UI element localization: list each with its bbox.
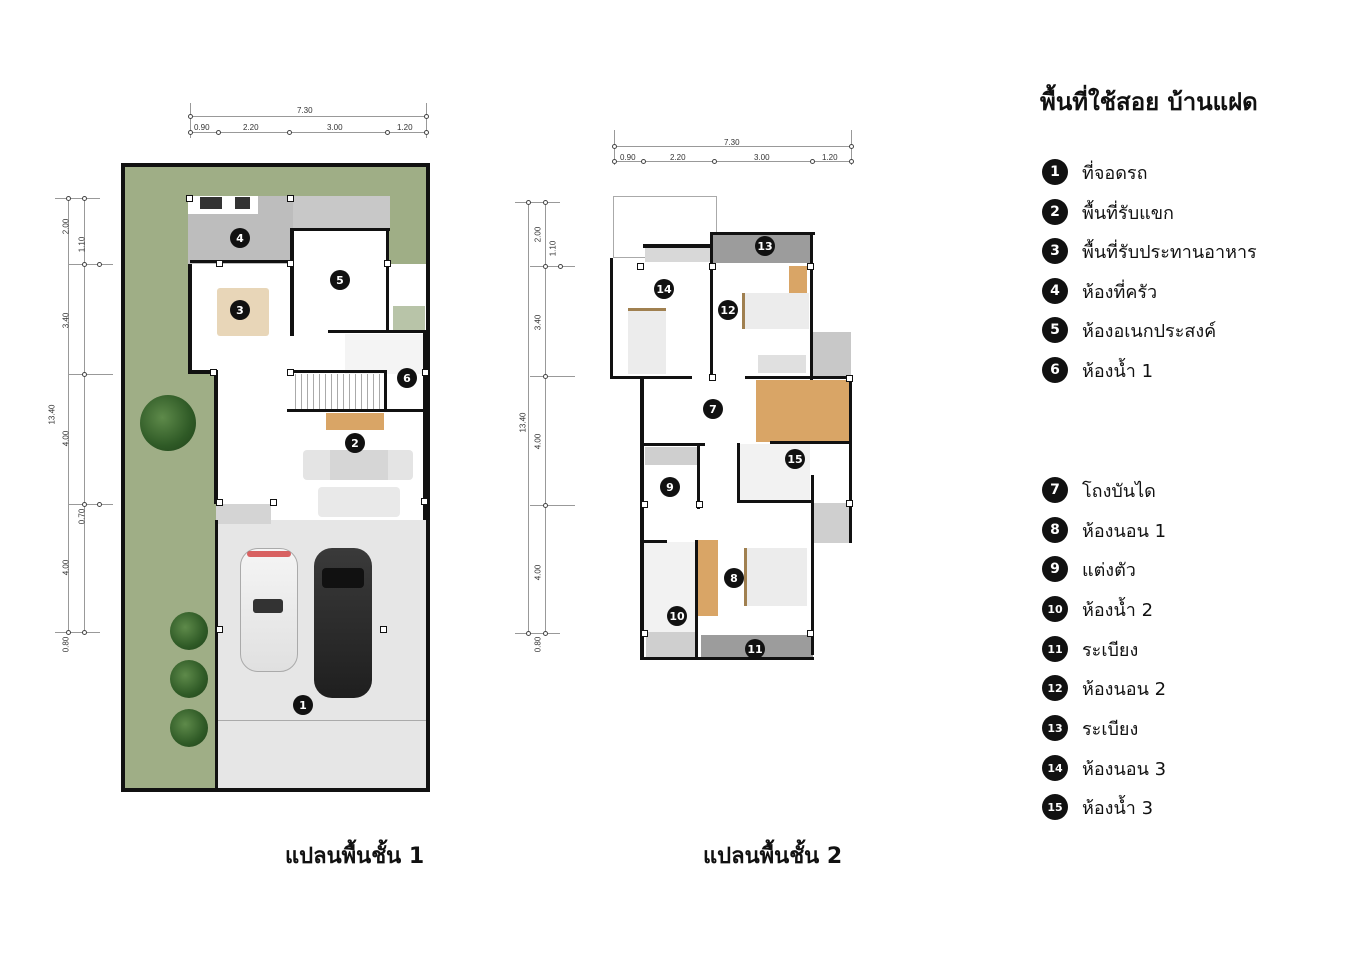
bath-balcony xyxy=(646,632,696,657)
sink-icon xyxy=(200,197,222,209)
room-badge-5: 5 xyxy=(330,270,350,290)
dim-seg: 2.20 xyxy=(670,153,686,162)
room-badge-15: 15 xyxy=(785,449,805,469)
floor1-title: แปลนพื้นชั้น 1 xyxy=(285,844,425,869)
bathroom1 xyxy=(345,334,425,374)
sofa xyxy=(318,487,400,517)
shrub-icon xyxy=(170,660,208,698)
room-badge-11: 11 xyxy=(745,639,765,659)
room-badge-1: 1 xyxy=(293,695,313,715)
legend-title: พื้นที่ใช้สอย บ้านแฝด xyxy=(1040,88,1258,116)
room-badge-8: 8 xyxy=(724,568,744,588)
entry-step xyxy=(216,504,271,524)
room-badge-10: 10 xyxy=(667,606,687,626)
dim-offset: 1.10 xyxy=(77,236,87,253)
wardrobe-wood xyxy=(698,540,718,616)
tree-icon xyxy=(140,395,196,451)
dim-seg: 1.20 xyxy=(397,123,413,132)
planter xyxy=(393,306,425,331)
dim-seg: 4.00 xyxy=(61,430,71,447)
dim-seg: 3.00 xyxy=(754,153,770,162)
coffee-table xyxy=(330,450,388,480)
dim-total: 7.30 xyxy=(724,138,740,147)
room-badge-13: 13 xyxy=(755,236,775,256)
white-car-icon xyxy=(240,548,298,672)
wardrobe-wood xyxy=(789,266,807,296)
staircase xyxy=(756,380,851,442)
dim-seg: 0.80 xyxy=(533,636,543,653)
side-balcony xyxy=(811,332,851,378)
back-terrace xyxy=(293,196,390,228)
black-car-icon xyxy=(314,548,372,698)
dim-seg: 3.40 xyxy=(61,312,71,329)
bed-icon xyxy=(744,548,807,606)
floor2-title: แปลนพื้นชั้น 2 xyxy=(703,844,843,869)
stove-icon xyxy=(235,197,250,209)
tv-cabinet xyxy=(326,413,384,430)
room-badge-14: 14 xyxy=(654,279,674,299)
bed-icon xyxy=(742,293,809,329)
dim-seg: 0.80 xyxy=(61,636,71,653)
dim-total: 13.40 xyxy=(47,404,57,425)
dim-total: 7.30 xyxy=(297,106,313,115)
shrub-icon xyxy=(170,709,208,747)
room-badge-2: 2 xyxy=(345,433,365,453)
bed-icon xyxy=(628,308,666,374)
dim-seg: 3.40 xyxy=(533,314,543,331)
room-badge-7: 7 xyxy=(703,399,723,419)
staircase xyxy=(290,374,385,410)
dressing-wardrobe xyxy=(645,447,697,465)
dim-seg: 4.00 xyxy=(61,559,71,576)
room-badge-12: 12 xyxy=(718,300,738,320)
wardrobe xyxy=(645,247,710,262)
service-area xyxy=(814,503,851,543)
dim-seg: 4.00 xyxy=(533,564,543,581)
room-badge-6: 6 xyxy=(397,368,417,388)
dim-seg: 4.00 xyxy=(533,433,543,450)
dim-offset: 1.10 xyxy=(548,240,558,257)
room-badge-3: 3 xyxy=(230,300,250,320)
shrub-icon xyxy=(170,612,208,650)
dim-offset: 0.70 xyxy=(77,508,87,525)
desk xyxy=(758,355,806,373)
room-badge-9: 9 xyxy=(660,477,680,497)
dim-seg: 0.90 xyxy=(620,153,636,162)
dim-total: 13.40 xyxy=(518,412,528,433)
dim-seg: 3.00 xyxy=(327,123,343,132)
dim-seg: 0.90 xyxy=(194,123,210,132)
dim-seg: 1.20 xyxy=(822,153,838,162)
room-badge-4: 4 xyxy=(230,228,250,248)
dim-seg: 2.20 xyxy=(243,123,259,132)
dim-seg: 2.00 xyxy=(533,226,543,243)
dim-seg: 2.00 xyxy=(61,218,71,235)
